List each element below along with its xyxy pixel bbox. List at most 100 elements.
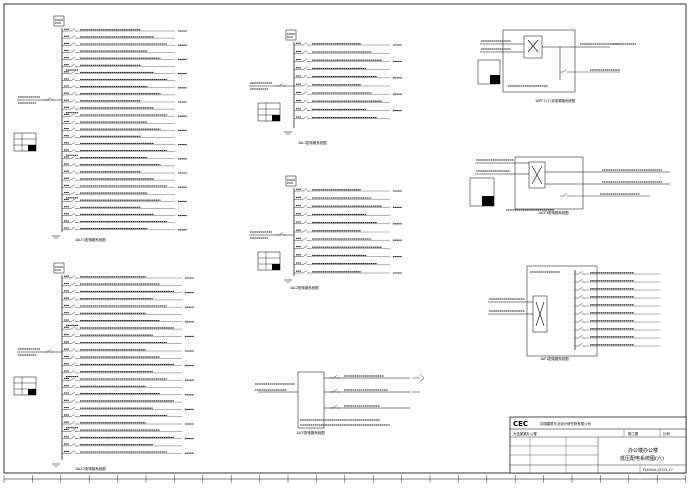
breaker-symbol: [70, 428, 76, 432]
panel-caption-p4: 1AL2配电箱系统图: [290, 285, 319, 290]
breaker-symbol: [46, 349, 52, 353]
breaker-symbol: [70, 399, 76, 403]
breaker-symbol: [70, 348, 76, 352]
company-logo: CEC: [513, 420, 528, 428]
breaker-symbol: [302, 116, 308, 119]
legend-fill-cell: [490, 75, 500, 84]
drawing-title-line2: 低压配电系统图(六): [620, 455, 664, 462]
enclosure-box: [285, 29, 297, 41]
legend-fill-cell: [28, 145, 36, 151]
title-block: CEC 中国建筑东北设计研究院有限公司 大连某某办公楼 施工图 比例 办公楼办公…: [509, 416, 687, 474]
panel-caption-p5: 1APF1(2)双电源箱系统图: [535, 98, 576, 103]
breaker-symbol: [70, 92, 76, 96]
breaker-symbol: [70, 435, 76, 439]
breaker-symbol: [70, 275, 76, 279]
breaker-symbol: [70, 227, 76, 230]
breaker-symbol: [70, 282, 76, 286]
breaker-symbol: [70, 220, 76, 223]
breaker-symbol: [70, 370, 76, 374]
panel-caption-p2: 1ALF2配电箱系统图: [75, 466, 106, 471]
panel-caption-p8: 1ACF配电箱系统图: [296, 430, 325, 435]
breaker-symbol: [302, 107, 308, 111]
distribution-panel-1ap1: [488, 265, 660, 357]
breaker-symbol: [562, 193, 568, 197]
breaker-symbol: [70, 42, 76, 46]
breaker-symbol: [70, 99, 76, 103]
breaker-symbol: [302, 212, 308, 216]
breaker-symbol: [70, 85, 76, 88]
legend-fill-cell: [28, 389, 36, 395]
breaker-symbol: [70, 113, 76, 117]
distribution-panel-1alf2: [13, 262, 194, 467]
breaker-symbol: [70, 205, 76, 209]
ats-switch-symbol: [535, 301, 545, 327]
breaker-symbol: [332, 405, 338, 409]
breaker-symbol: [70, 134, 76, 138]
breaker-symbol: [562, 69, 568, 73]
enclosure-box: [528, 161, 546, 189]
breaker-symbol: [70, 163, 76, 167]
ats-switch-symbol: [527, 39, 539, 53]
breaker-symbol: [302, 221, 308, 224]
breaker-symbol: [302, 188, 308, 192]
breaker-symbol: [302, 50, 308, 54]
breaker-symbol: [70, 35, 76, 39]
breaker-symbol: [302, 270, 308, 274]
enclosure-box: [257, 251, 281, 271]
breaker-symbol: [70, 198, 76, 202]
breaker-symbol: [577, 279, 583, 283]
breaker-symbol: [577, 335, 583, 339]
company-name: 中国建筑东北设计研究院有限公司: [540, 421, 591, 426]
breaker-symbol: [70, 421, 76, 425]
breaker-symbol: [302, 204, 308, 208]
breaker-symbol: [70, 355, 76, 359]
arrow-symbol: [419, 373, 425, 383]
breaker-symbol: [70, 406, 76, 410]
breaker-symbol: [70, 63, 76, 67]
breaker-symbol: [302, 262, 308, 265]
sheet-border: [3, 3, 687, 474]
breaker-symbol: [70, 212, 76, 216]
legend-fill-cell: [482, 196, 494, 206]
breaker-symbol: [70, 141, 76, 145]
legend-fill-cell: [272, 264, 280, 270]
enclosure-box: [477, 59, 501, 85]
breaker-symbol: [302, 75, 308, 78]
breaker-symbol: [302, 91, 308, 95]
breaker-symbol: [70, 341, 76, 344]
breaker-symbol: [46, 97, 52, 101]
legend-fill-cell: [272, 115, 280, 121]
distribution-panel-1alf1: [13, 15, 187, 239]
breaker-symbol: [70, 28, 76, 32]
breaker-symbol: [302, 66, 308, 70]
breaker-symbol: [332, 375, 338, 379]
breaker-symbol: [70, 414, 76, 417]
project-name: 大连某某办公楼: [513, 431, 537, 436]
breaker-symbol: [577, 287, 583, 291]
breaker-symbol: [70, 127, 76, 131]
breaker-symbol: [302, 83, 308, 87]
distribution-panel-1al2: [249, 175, 402, 283]
breaker-symbol: [70, 392, 76, 395]
breaker-symbol: [302, 58, 308, 62]
breaker-symbol: [70, 56, 76, 60]
breaker-symbol: [577, 327, 583, 331]
breaker-symbol: [302, 237, 308, 241]
breaker-symbol: [302, 42, 308, 46]
breaker-symbol: [70, 49, 76, 53]
breaker-symbol: [70, 304, 76, 308]
breaker-symbol: [70, 333, 76, 337]
panel-caption-p7: 1AP1配电箱系统图: [540, 356, 569, 361]
enclosure-box: [502, 29, 576, 93]
breaker-symbol: [302, 253, 308, 257]
breaker-symbol: [577, 295, 583, 299]
breaker-symbol: [278, 83, 284, 87]
panel-caption-p1: 1ALF1配电箱系统图: [75, 237, 106, 242]
breaker-symbol: [70, 120, 76, 124]
panel-caption-p3: 1AL1配电箱系统图: [298, 140, 327, 145]
distribution-panel-1acf: [255, 371, 425, 429]
enclosure-box: [257, 102, 281, 122]
enclosure-box: [13, 132, 37, 152]
ats-switch-symbol: [531, 165, 543, 185]
